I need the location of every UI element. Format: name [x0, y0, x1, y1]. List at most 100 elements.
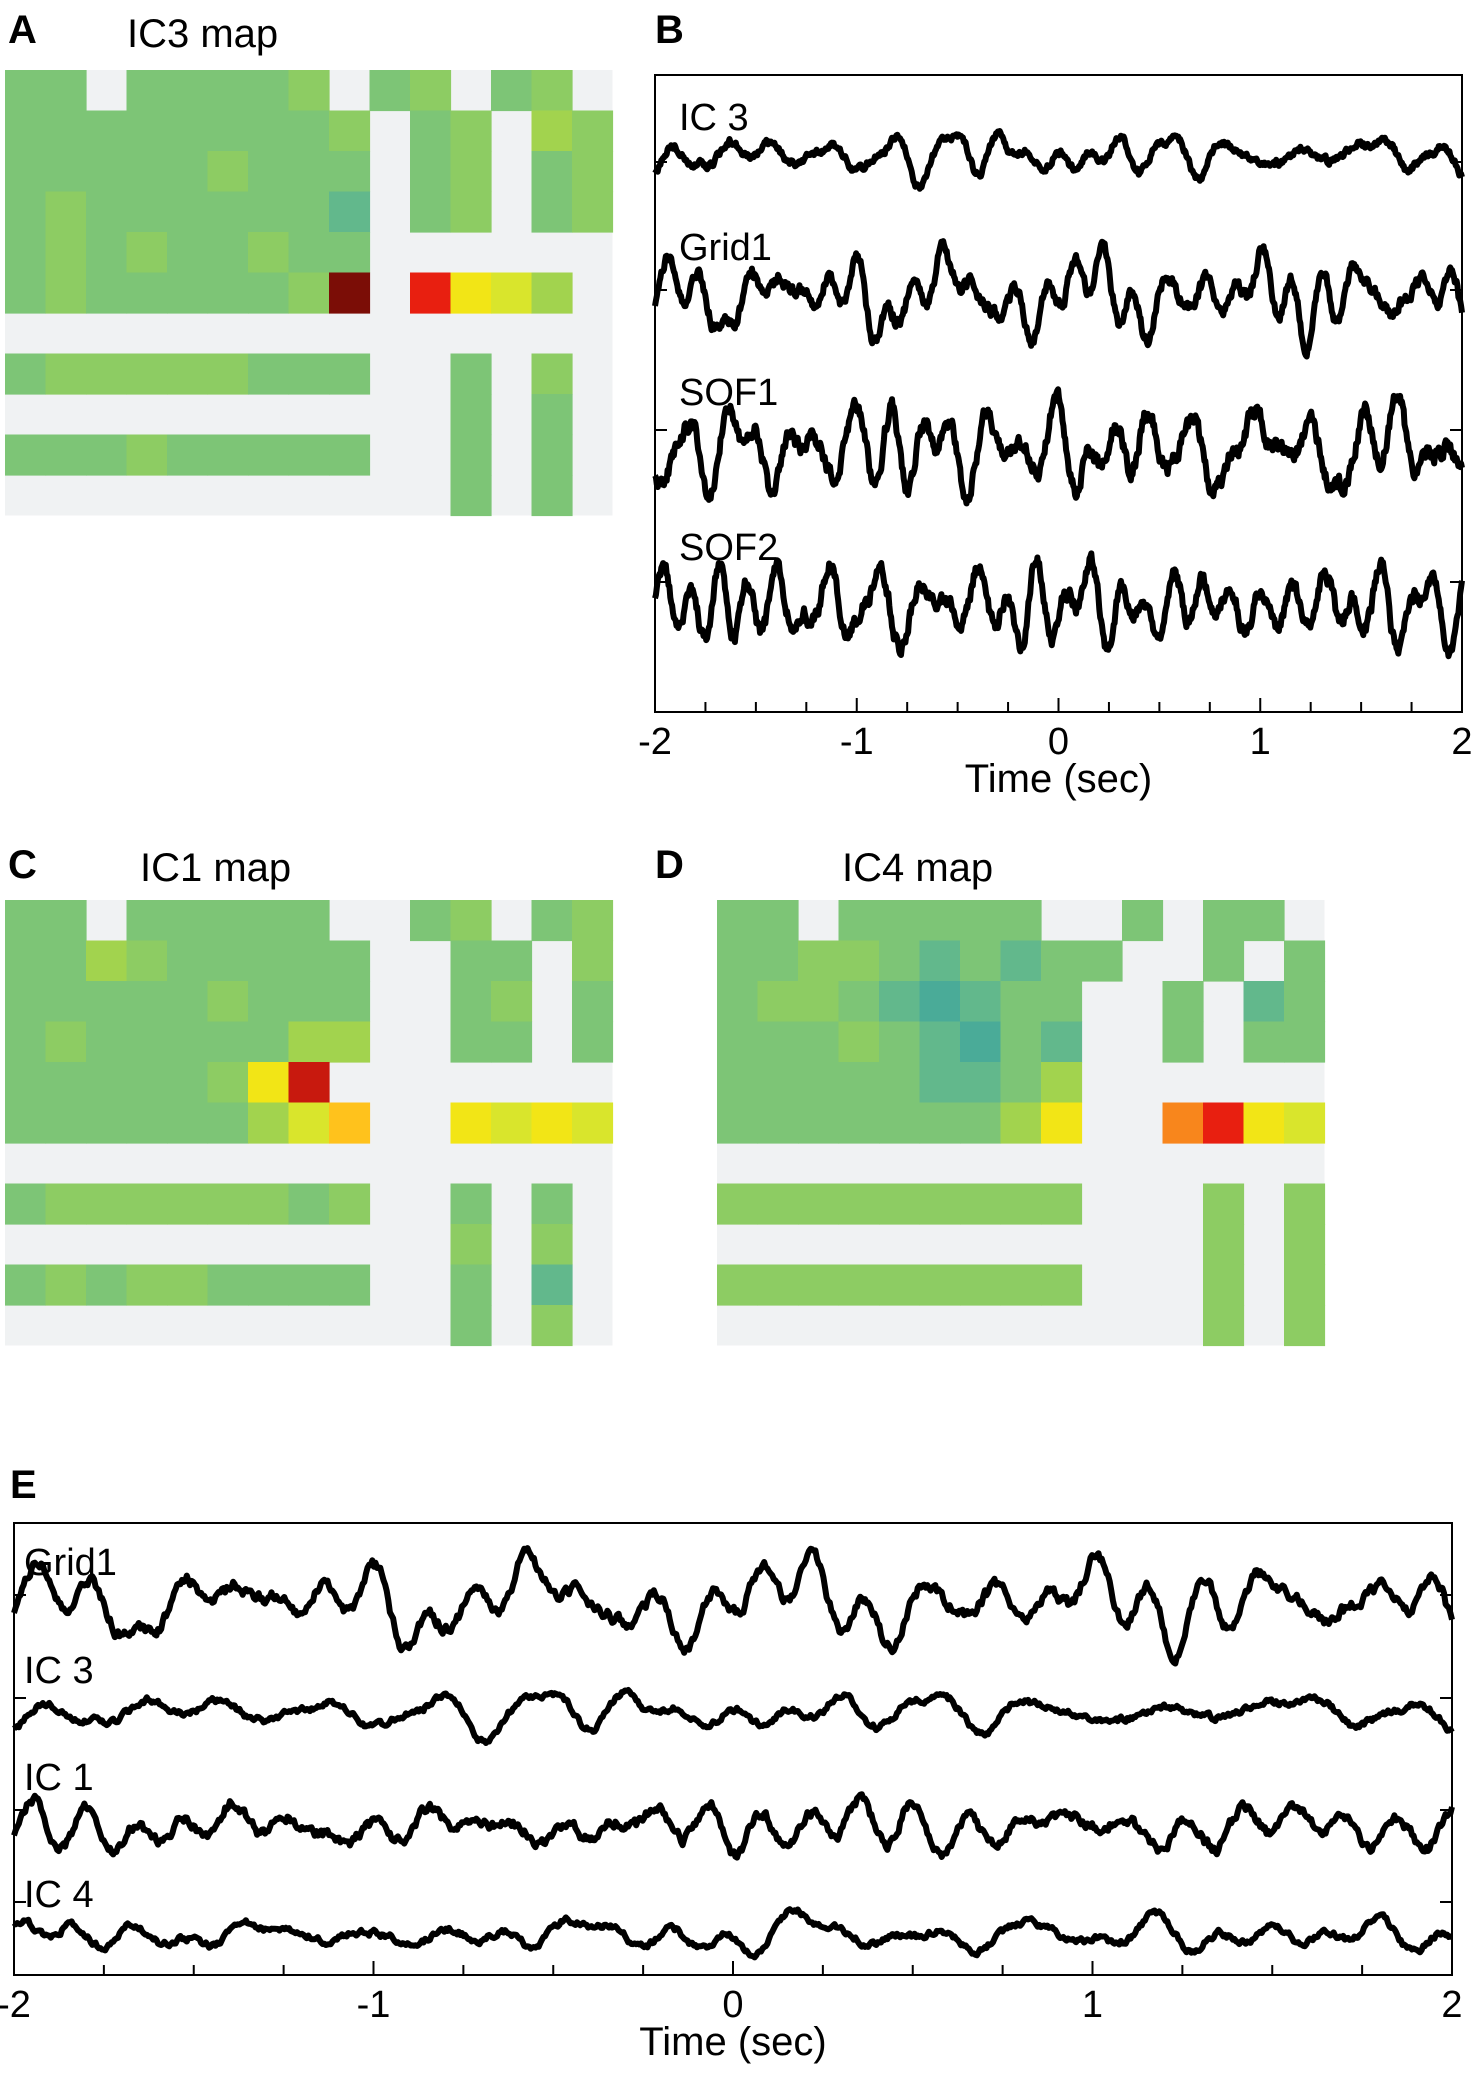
- electrode-cell: [757, 981, 799, 1023]
- electrode-cell: [757, 1062, 799, 1104]
- electrode-cell: [572, 1102, 614, 1144]
- electrode-cell: [838, 1264, 880, 1306]
- electrode-cell: [960, 1264, 1002, 1306]
- electrode-cell: [5, 900, 47, 942]
- electrode-cell: [126, 940, 168, 982]
- electrode-cell: [167, 353, 209, 395]
- electrode-cell: [572, 900, 614, 942]
- electrode-cell: [960, 940, 1002, 982]
- electrode-cell: [248, 940, 290, 982]
- electrode-cell: [1162, 981, 1204, 1023]
- electrode-cell: [572, 191, 614, 233]
- electrode-cell: [531, 151, 573, 193]
- electrode-cell: [531, 191, 573, 233]
- electrode-cell: [531, 900, 573, 942]
- electrode-cell: [798, 1264, 840, 1306]
- electrode-cell: [45, 940, 87, 982]
- panel-a-title: IC3 map: [127, 12, 279, 56]
- trace-ic3: [12, 1687, 1455, 1746]
- electrode-cell: [45, 1183, 87, 1225]
- electrode-cell: [207, 1021, 249, 1063]
- electrode-cell: [45, 1264, 87, 1306]
- x-tick-label: 1: [1082, 1984, 1103, 2026]
- electrode-cell: [86, 151, 128, 193]
- electrode-cell: [248, 1183, 290, 1225]
- electrode-cell: [410, 191, 452, 233]
- electrode-cell: [86, 272, 128, 314]
- panel-letter-c: C: [8, 843, 37, 887]
- electrode-cell: [879, 1102, 921, 1144]
- electrode-cell: [531, 353, 573, 395]
- x-axis-label: Time (sec): [965, 757, 1152, 801]
- electrode-cell: [450, 940, 492, 982]
- electrode-cell: [288, 353, 330, 395]
- electrode-cell: [248, 434, 290, 476]
- electrode-cell: [207, 272, 249, 314]
- electrode-cell: [1000, 1264, 1042, 1306]
- electrode-cell: [450, 1102, 492, 1144]
- electrode-cell: [167, 191, 209, 233]
- ic4-electrode-map: [717, 900, 1326, 1347]
- electrode-cell: [5, 434, 47, 476]
- electrode-cell: [329, 1264, 371, 1306]
- electrode-cell: [207, 1062, 249, 1104]
- electrode-cell: [1041, 1264, 1083, 1306]
- electrode-cell: [207, 151, 249, 193]
- electrode-cell: [167, 981, 209, 1023]
- electrode-cell: [45, 232, 87, 274]
- panel-letter-d: D: [655, 843, 684, 887]
- electrode-cell: [450, 434, 492, 476]
- electrode-cell: [5, 191, 47, 233]
- trace-label: IC 3: [679, 97, 749, 139]
- electrode-cell: [248, 353, 290, 395]
- electrode-cell: [491, 1102, 533, 1144]
- electrode-cell: [717, 1021, 759, 1063]
- electrode-cell: [919, 1062, 961, 1104]
- electrode-cell: [5, 70, 47, 112]
- electrode-cell: [960, 1062, 1002, 1104]
- electrode-cell: [717, 1062, 759, 1104]
- electrode-cell: [879, 940, 921, 982]
- electrode-cell: [248, 1021, 290, 1063]
- electrode-cell: [167, 70, 209, 112]
- electrode-cell: [838, 1021, 880, 1063]
- electrode-cell: [798, 1102, 840, 1144]
- electrode-cell: [1000, 940, 1042, 982]
- electrode-cell: [167, 1264, 209, 1306]
- electrode-cell: [1000, 1102, 1042, 1144]
- electrode-cell: [960, 900, 1002, 942]
- trace-grid1: [652, 238, 1465, 360]
- electrode-cell: [207, 191, 249, 233]
- electrode-cell: [126, 1264, 168, 1306]
- x-tick-label: 0: [722, 1984, 743, 2026]
- electrode-cell: [288, 900, 330, 942]
- electrode-cell: [207, 110, 249, 152]
- electrode-cell: [1041, 1102, 1083, 1144]
- electrode-cell: [1000, 900, 1042, 942]
- electrode-cell: [717, 1264, 759, 1306]
- electrode-cell: [1203, 1183, 1245, 1225]
- electrode-cell: [1162, 1021, 1204, 1063]
- electrode-cell: [531, 1183, 573, 1225]
- electrode-cell: [167, 151, 209, 193]
- electrode-cell: [1041, 940, 1083, 982]
- electrode-cell: [531, 1264, 573, 1306]
- electrode-cell: [207, 1102, 249, 1144]
- electrode-cell: [329, 353, 371, 395]
- electrode-cell: [919, 900, 961, 942]
- electrode-cell: [329, 981, 371, 1023]
- electrode-cell: [86, 1062, 128, 1104]
- electrode-cell: [329, 191, 371, 233]
- electrode-cell: [717, 940, 759, 982]
- electrode-cell: [329, 232, 371, 274]
- electrode-cell: [1122, 900, 1164, 942]
- x-tick-label: 0: [1048, 721, 1069, 763]
- electrode-cell: [248, 1062, 290, 1104]
- electrode-cell: [45, 353, 87, 395]
- electrode-cell: [531, 272, 573, 314]
- electrode-cell: [572, 940, 614, 982]
- ic1-electrode-map: [5, 900, 614, 1347]
- electrode-cell: [1203, 940, 1245, 982]
- electrode-cell: [167, 900, 209, 942]
- panel-d-title: IC4 map: [842, 846, 994, 890]
